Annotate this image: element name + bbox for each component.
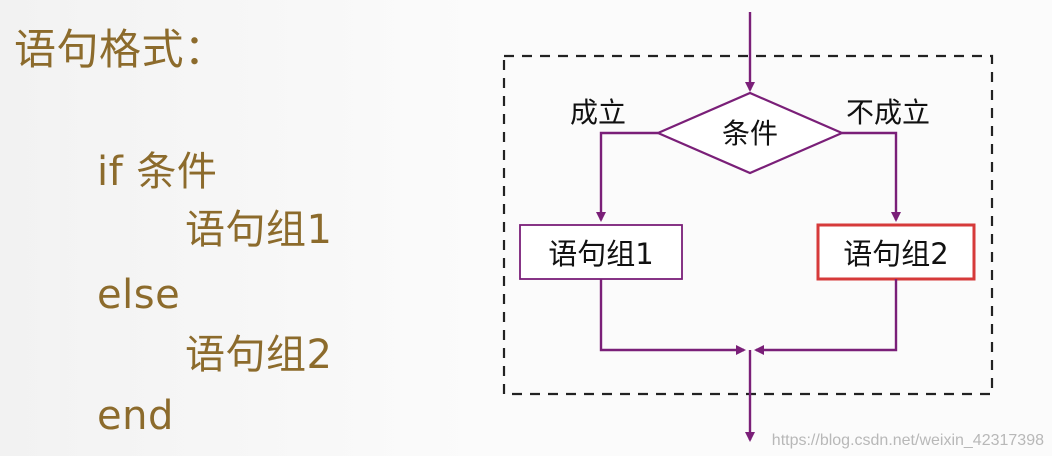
statement-group1-box: [519, 224, 683, 280]
true-branch-arrow: [596, 131, 658, 222]
code-line-group2: 语句组2: [185, 332, 333, 378]
dashed-enclosure: [502, 54, 994, 396]
merge-left-arrow: [599, 279, 746, 355]
condition-label: 条件: [722, 117, 778, 150]
syntax-heading: 语句格式：: [14, 25, 227, 74]
code-line-if: if 条件: [97, 149, 218, 195]
statement-group1-label: 语句组1: [548, 237, 653, 271]
watermark-url: https://blog.csdn.net/weixin_42317398: [771, 432, 1044, 449]
false-branch-label: 不成立: [846, 96, 930, 129]
code-line-else: else: [97, 272, 181, 318]
statement-group2-box: [816, 223, 976, 281]
false-branch-arrow: [842, 131, 901, 222]
code-line-group1: 语句组1: [185, 207, 333, 253]
merge-right-arrow: [754, 279, 898, 355]
code-line-end: end: [97, 393, 174, 439]
true-branch-label: 成立: [570, 96, 626, 129]
statement-group2-label: 语句组2: [843, 237, 948, 271]
